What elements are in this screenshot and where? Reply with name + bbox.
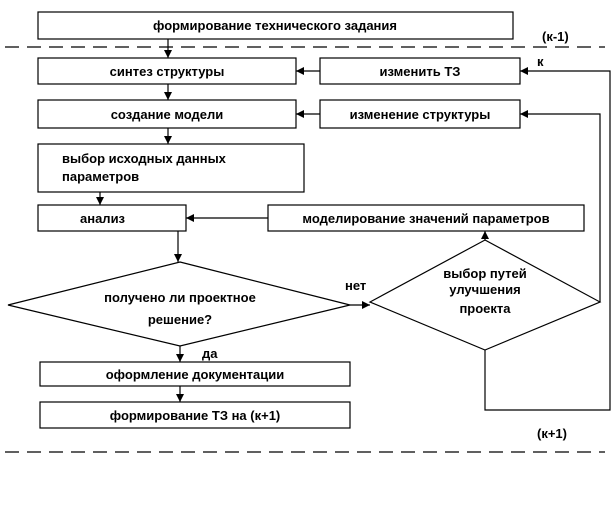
analysis-label: анализ: [80, 211, 126, 226]
change-tz-label: изменить ТЗ: [380, 64, 461, 79]
edge-improve-to-change-struct: [520, 110, 601, 302]
decision-label-line1: получено ли проектное: [104, 290, 256, 305]
create-model-label: создание модели: [111, 107, 224, 122]
no-label: нет: [345, 278, 366, 293]
docs-box: [39, 361, 351, 387]
improve-label-line3: проекта: [459, 301, 511, 316]
improve-label-line2: улучшения: [449, 282, 520, 297]
synth-label: синтез структуры: [110, 64, 225, 79]
create-model-box: [37, 99, 297, 129]
docs-label: оформление документации: [106, 367, 285, 382]
prev-iteration-label: (к-1): [542, 29, 569, 44]
choose-data-label-line1: выбор исходных данных: [62, 151, 227, 166]
next-iteration-label: (к+1): [537, 426, 567, 441]
analysis-box: [37, 204, 187, 232]
decision-label-line2: решение?: [148, 312, 212, 327]
choose-data-box: [37, 143, 305, 193]
k-label: к: [537, 54, 544, 69]
form-tz-next-box: [39, 401, 351, 429]
improve-label-line1: выбор путей: [443, 266, 526, 281]
form-tz-next-label: формирование ТЗ на (к+1): [110, 408, 281, 423]
form-tz-label: формирование технического задания: [153, 18, 397, 33]
change-struct-label: изменение структуры: [350, 107, 491, 122]
edge-improve-to-change-tz: [484, 67, 611, 411]
modeling-label: моделирование значений параметров: [302, 211, 549, 226]
choose-data-label-line2: параметров: [62, 169, 139, 184]
synth-box: [37, 57, 297, 85]
form-tz-box: [37, 11, 514, 40]
yes-label: да: [202, 346, 218, 361]
